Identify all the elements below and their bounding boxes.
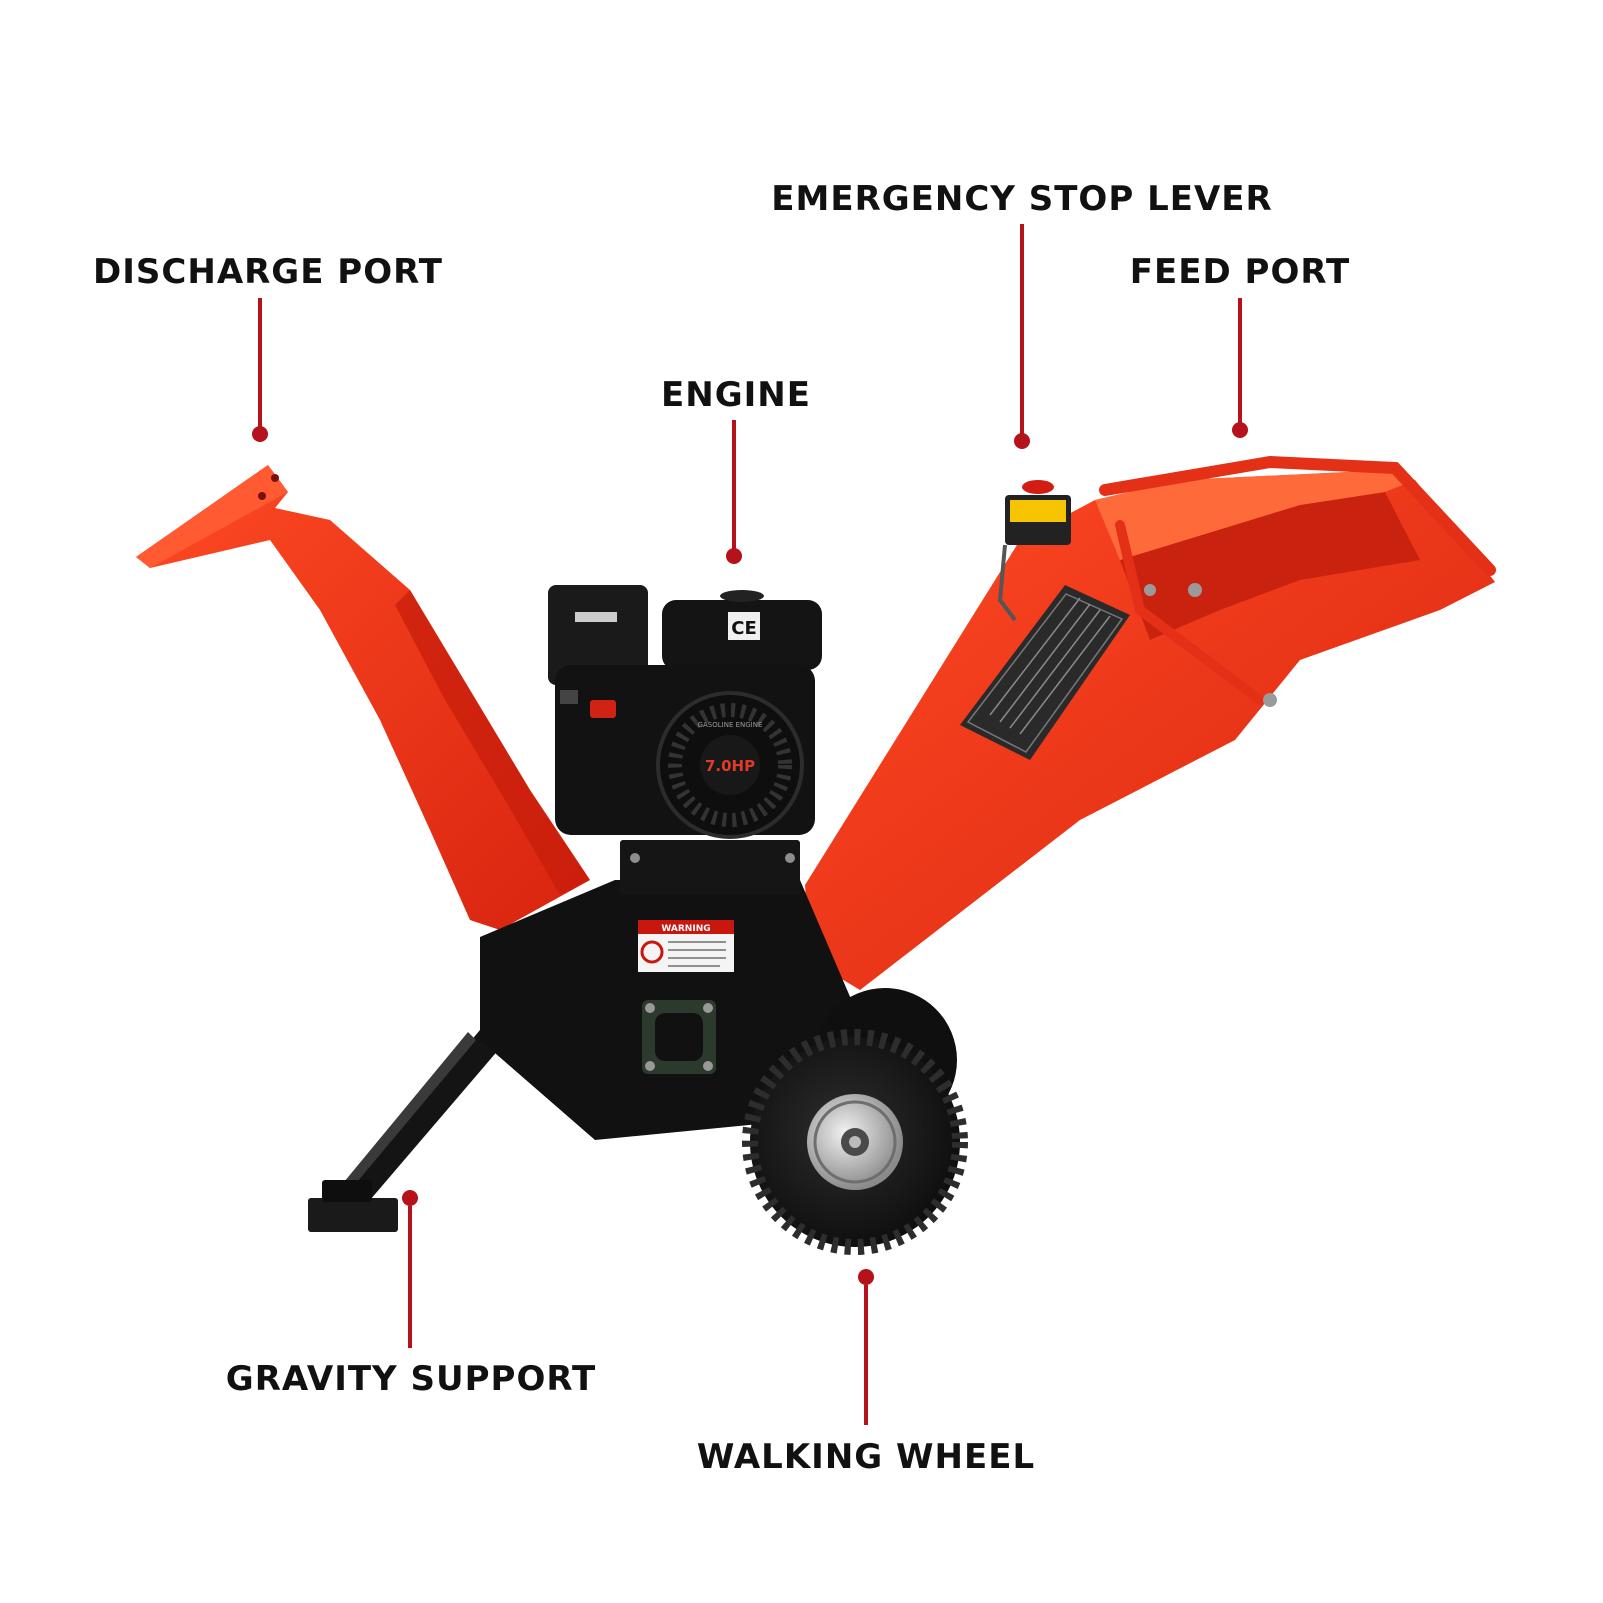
gravity-support-leg bbox=[308, 1030, 500, 1232]
walking-wheel-leader-line bbox=[864, 1285, 868, 1425]
engine-power-label: 7.0HP bbox=[705, 757, 755, 775]
discharge-port-marker-dot bbox=[252, 426, 268, 442]
discharge-chute bbox=[136, 465, 590, 930]
main-housing: WARNING bbox=[480, 840, 860, 1140]
feed-hopper bbox=[805, 455, 1496, 990]
engine-housing-text: GASOLINE ENGINE bbox=[698, 721, 763, 729]
engine-label: ENGINE bbox=[661, 375, 811, 415]
gravity-support-leader-line bbox=[408, 1206, 412, 1348]
feed-port-label: FEED PORT bbox=[1129, 252, 1351, 292]
emergency-stop-lever-label: EMERGENCY STOP LEVER bbox=[771, 179, 1273, 219]
walking-wheel-label: WALKING WHEEL bbox=[696, 1437, 1036, 1477]
feed-port-leader-line bbox=[1238, 298, 1242, 423]
engine-marker-dot bbox=[726, 548, 742, 564]
discharge-port-leader-line bbox=[258, 298, 262, 428]
walking-wheel-marker-dot bbox=[858, 1269, 874, 1285]
emergency-stop-switch bbox=[997, 480, 1071, 622]
walking-wheels bbox=[742, 988, 968, 1255]
engine-unit: CE 7.0HP GASOLINE ENGINE bbox=[548, 585, 822, 839]
feed-port-marker-dot bbox=[1232, 422, 1248, 438]
ce-badge: CE bbox=[731, 618, 757, 639]
gravity-support-marker-dot bbox=[402, 1190, 418, 1206]
gravity-support-label: GRAVITY SUPPORT bbox=[225, 1359, 597, 1399]
emergency-stop-lever-marker-dot bbox=[1014, 433, 1030, 449]
emergency-stop-lever-leader-line bbox=[1020, 224, 1024, 434]
engine-leader-line bbox=[732, 420, 736, 550]
discharge-port-label: DISCHARGE PORT bbox=[93, 252, 443, 292]
warning-sticker-label: WARNING bbox=[661, 924, 710, 934]
